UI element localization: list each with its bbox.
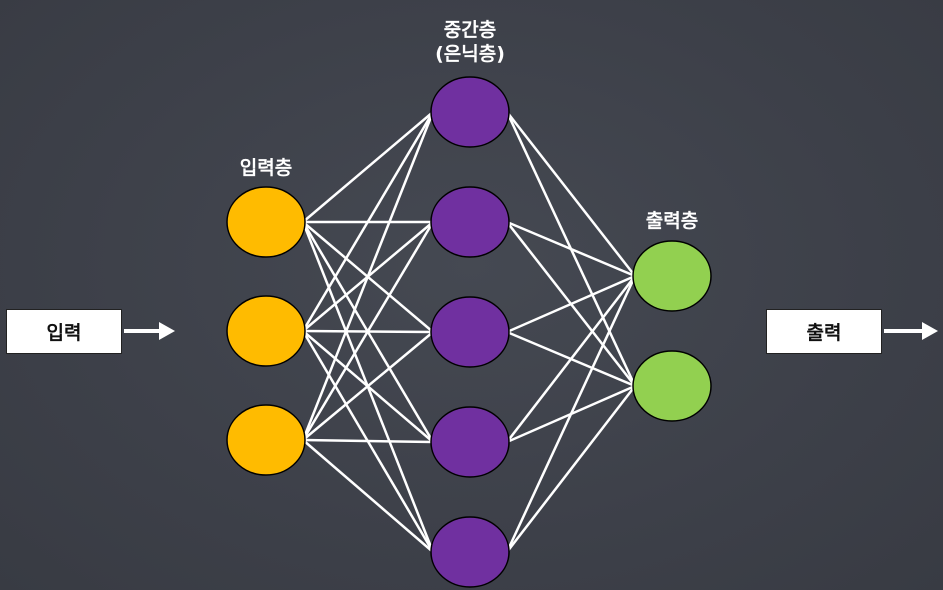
hidden-node-3 <box>430 296 510 368</box>
connection-hidden-3-output-1 <box>506 274 636 334</box>
output-arrow-icon <box>884 322 938 340</box>
input-arrow-icon <box>124 322 175 340</box>
hidden-node-4 <box>430 406 510 478</box>
connection-hidden-4-output-1 <box>506 275 636 443</box>
connection-input-3-hidden-3 <box>302 331 434 441</box>
output-box: 출력 <box>766 309 882 354</box>
arrows <box>124 322 938 340</box>
input-node-1 <box>226 186 306 258</box>
hidden-node-5 <box>430 516 510 588</box>
output-node-2 <box>632 350 712 422</box>
hidden-node-1 <box>430 76 510 148</box>
connection-hidden-1-output-1 <box>506 111 636 277</box>
connection-input-3-hidden-4 <box>302 438 434 444</box>
input-box: 입력 <box>6 309 122 354</box>
hidden-layer-label-line2: (은닉층) <box>435 43 505 65</box>
connection-input-3-hidden-1 <box>301 111 435 441</box>
connection-hidden-5-output-2 <box>506 385 636 553</box>
output-layer-label: 출력층 <box>645 210 699 232</box>
output-node-1 <box>632 240 712 312</box>
connection-input-3-hidden-5 <box>302 439 434 553</box>
input-layer-label: 입력층 <box>239 157 293 179</box>
input-node-3 <box>226 404 306 476</box>
connection-hidden-2-output-1 <box>506 220 636 278</box>
hidden-layer-label: 중간층 (은닉층) <box>400 18 540 66</box>
connection-input-1-hidden-1 <box>302 111 434 223</box>
connection-hidden-5-output-1 <box>505 275 637 553</box>
nodes <box>226 76 712 588</box>
connection-input-2-hidden-1 <box>301 111 435 332</box>
hidden-node-2 <box>430 186 510 258</box>
connection-input-3-hidden-2 <box>301 221 435 441</box>
input-node-2 <box>226 295 306 367</box>
connections <box>301 111 637 553</box>
hidden-layer-label-line1: 중간층 <box>443 19 497 41</box>
